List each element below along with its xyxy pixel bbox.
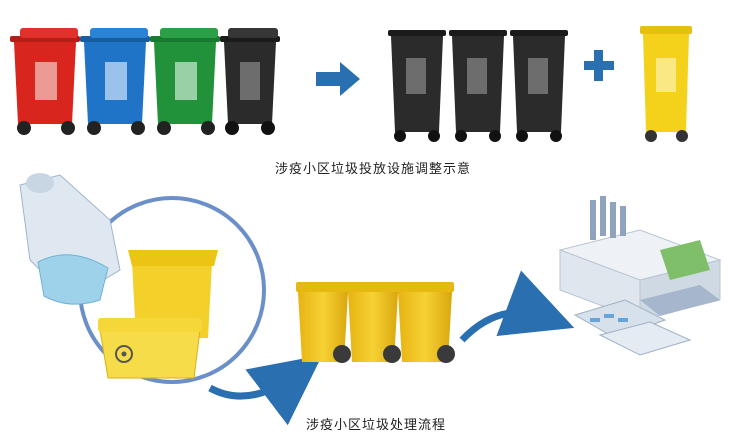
yellow-bin-icon bbox=[396, 282, 455, 363]
medical-waste-box-icon bbox=[98, 250, 218, 379]
caption-bottom: 涉疫小区垃圾处理流程 bbox=[306, 418, 447, 433]
bin-black-icon bbox=[388, 30, 446, 142]
bin-yellow-icon bbox=[640, 26, 692, 142]
plus-icon bbox=[584, 50, 614, 81]
factory-icon bbox=[558, 196, 722, 356]
yellow-bin-icon bbox=[346, 282, 401, 363]
protective-suit-icon bbox=[19, 173, 121, 305]
curved-arrow-icon bbox=[208, 355, 323, 426]
medical-waste-group bbox=[19, 173, 266, 384]
arrow-right-icon bbox=[316, 62, 360, 96]
bin-black-icon bbox=[220, 28, 280, 135]
biohazard-icon bbox=[115, 345, 133, 363]
bin-blue-icon bbox=[80, 28, 150, 135]
caption-top: 涉疫小区垃圾投放设施调整示意 bbox=[275, 162, 472, 177]
curved-arrow-icon bbox=[459, 270, 575, 343]
bin-black-icon bbox=[449, 30, 507, 142]
bin-red-icon bbox=[10, 28, 80, 135]
yellow-bin-icon bbox=[296, 282, 351, 363]
bin-black-icon bbox=[510, 30, 568, 142]
bin-green-icon bbox=[150, 28, 220, 135]
